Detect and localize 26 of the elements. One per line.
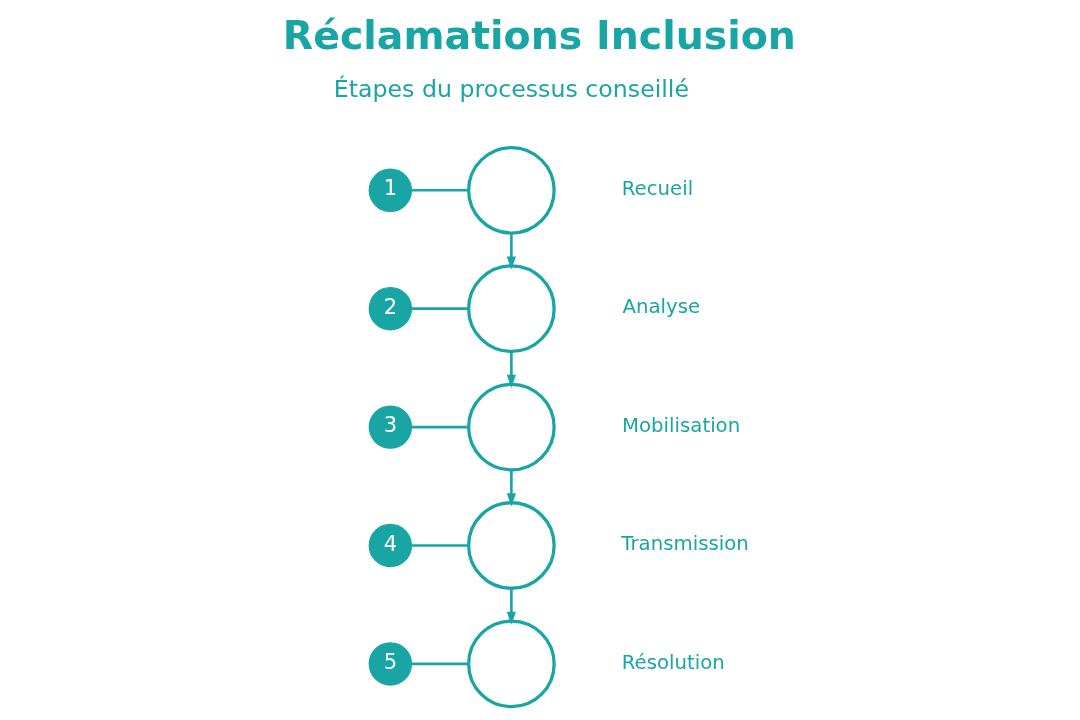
node-label: Résolution [621, 650, 725, 674]
node-label: Recueil [621, 176, 694, 200]
connector [411, 662, 469, 666]
node-circle [467, 145, 556, 235]
arrow [506, 351, 516, 389]
arrow [506, 233, 516, 270]
connector [411, 307, 469, 310]
arrow [506, 588, 516, 625]
node-label: Analyse [622, 295, 701, 319]
node-label: Mobilisation [622, 413, 741, 437]
node-circle: 2 [368, 286, 413, 331]
connector [411, 544, 469, 547]
node-label: Transmission [621, 532, 749, 556]
node-circle: 1 [368, 168, 413, 212]
label: Étapes du processus conseillé [333, 74, 690, 103]
node-circle: 4 [368, 523, 413, 568]
node-circle [467, 619, 556, 709]
node-circle [467, 264, 556, 354]
connector [411, 188, 469, 192]
node-circle [467, 382, 556, 472]
connector [411, 425, 469, 429]
node-circle [467, 501, 556, 590]
arrow [506, 470, 516, 507]
diagram-title: Réclamations Inclusion [282, 11, 796, 58]
node-circle: 5 [368, 642, 413, 686]
node-circle: 3 [368, 405, 413, 449]
